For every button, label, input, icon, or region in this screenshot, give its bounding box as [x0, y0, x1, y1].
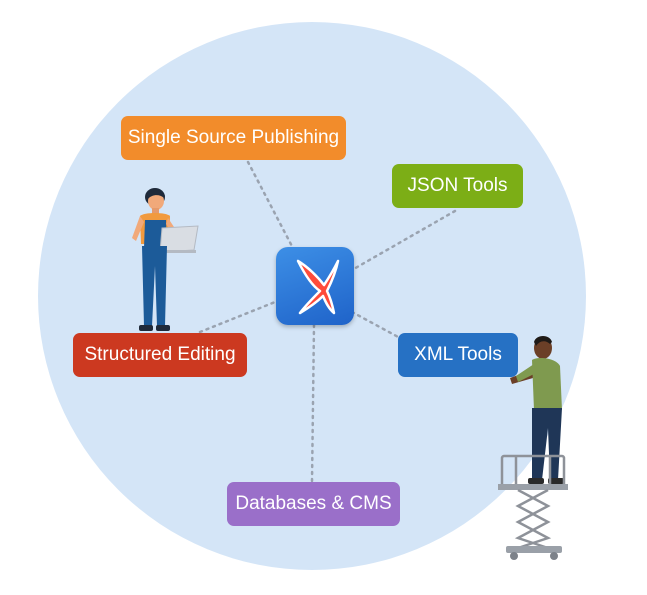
connector-single-source [246, 160, 297, 254]
oxygen-x-logo-icon [296, 259, 340, 315]
man-on-scissor-lift-illustration [498, 336, 568, 560]
node-databases-cms: Databases & CMS [227, 482, 400, 526]
node-single-source-publishing: Single Source Publishing [121, 116, 346, 160]
woman-with-laptop-illustration [132, 188, 199, 331]
connector-databases-cms [310, 323, 316, 484]
connector-json-tools [350, 209, 457, 272]
node-xml-tools: XML Tools [398, 333, 518, 377]
connector-xml-tools [350, 310, 402, 340]
connector-structured-editing [198, 298, 282, 334]
hub-logo [276, 247, 354, 325]
node-json-tools: JSON Tools [392, 164, 523, 208]
node-structured-editing: Structured Editing [73, 333, 247, 377]
